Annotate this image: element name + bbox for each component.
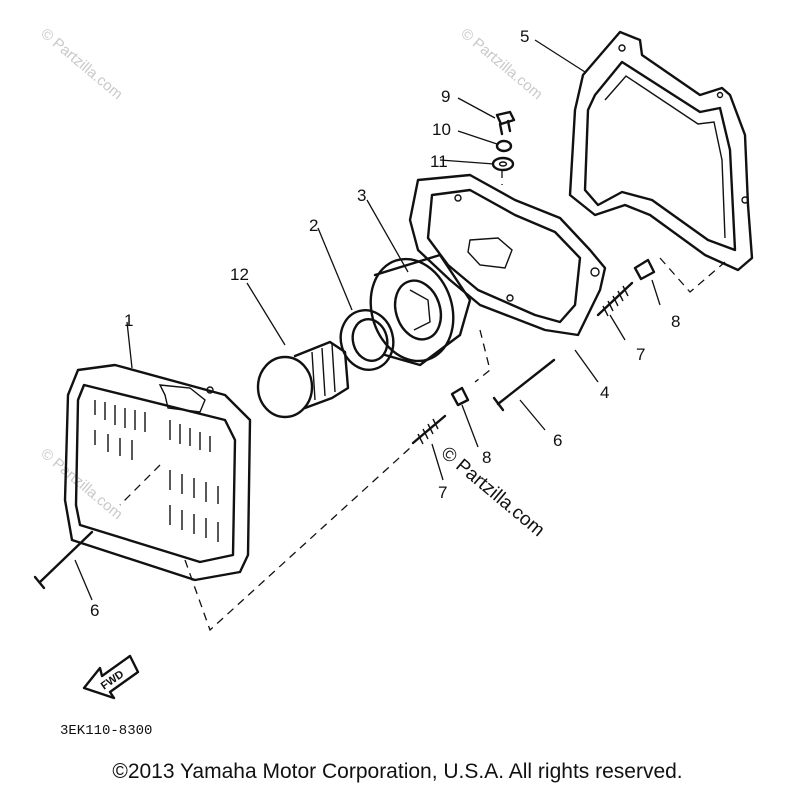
callout-12: 12 [230, 265, 249, 284]
callout-5: 5 [520, 27, 529, 46]
lens-pattern [94, 400, 219, 542]
callout-8-right: 8 [671, 312, 680, 331]
callout-11: 11 [430, 152, 448, 171]
part-rim [568, 30, 754, 272]
part-small-hardware [491, 110, 516, 172]
callout-8-left: 8 [482, 448, 491, 467]
diagram-code: 3EK110-8300 [60, 723, 152, 739]
callout-2: 2 [309, 216, 318, 235]
part-headlight-unit [63, 363, 252, 582]
leader-lines [74, 39, 726, 632]
part-ring [339, 309, 395, 371]
callout-4: 4 [600, 383, 609, 402]
callout-7-right: 7 [636, 345, 645, 364]
callout-6-left: 6 [90, 601, 99, 620]
part-bulb-holder [369, 253, 472, 367]
watermark-bottom-left: © Partzilla.com [37, 445, 125, 523]
watermark-top-center: © Partzilla.com [457, 25, 545, 103]
copyright-notice: ©2013 Yamaha Motor Corporation, U.S.A. A… [112, 760, 683, 783]
callout-3: 3 [357, 186, 366, 205]
watermarks: © Partzilla.com © Partzilla.com © Partzi… [37, 25, 548, 541]
callout-labels: 1 2 3 4 5 6 6 7 7 8 8 9 10 11 12 [90, 27, 680, 620]
callout-10: 10 [432, 120, 451, 139]
watermark-top-left: © Partzilla.com [37, 25, 125, 103]
callout-1: 1 [124, 311, 133, 330]
callout-7-left: 7 [438, 483, 447, 502]
part-screws [33, 358, 556, 590]
callout-6-right: 6 [553, 431, 562, 450]
part-bulb [256, 340, 350, 419]
watermark-center: © Partzilla.com [437, 443, 549, 541]
callout-9: 9 [441, 87, 450, 106]
part-springs [411, 258, 656, 445]
fwd-arrow: FWD [82, 654, 140, 700]
